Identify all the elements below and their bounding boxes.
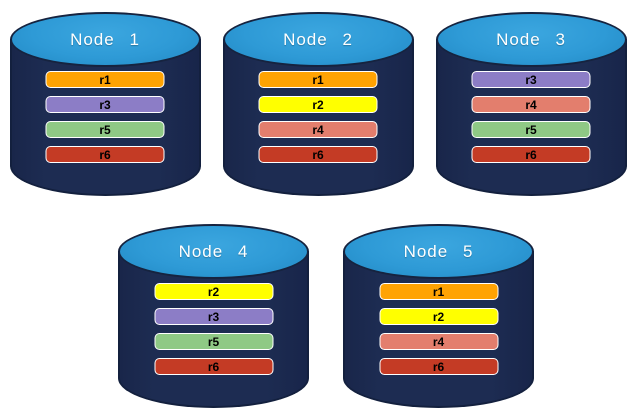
replica-bar-r6: r6: [258, 146, 378, 163]
replica-list: r1 r2 r4 r6: [379, 283, 498, 375]
replica-bar-r5: r5: [45, 121, 165, 138]
replica-list: r1 r3 r5 r6: [45, 71, 165, 163]
replica-list: r1 r2 r4 r6: [258, 71, 378, 163]
node-label: Node 3: [496, 29, 566, 49]
cylinder-top: Node 3: [435, 12, 627, 67]
node-row-top: Node 1 r1 r3 r5 r6 Node 2 r1 r2 r4 r6 Node 3 r…: [0, 12, 636, 196]
cylinder-top: Node 5: [343, 224, 534, 279]
replica-bar-r4: r4: [471, 96, 591, 113]
database-node-3: Node 3 r3 r4 r5 r6: [435, 12, 627, 196]
replica-bar-r6: r6: [471, 146, 591, 163]
node-row-bottom: Node 4 r2 r3 r5 r6 Node 5 r1 r2 r4 r6: [8, 224, 636, 408]
replica-bar-r5: r5: [471, 121, 591, 138]
replica-bar-r5: r5: [154, 333, 273, 350]
replica-bar-r6: r6: [45, 146, 165, 163]
replica-bar-r3: r3: [471, 71, 591, 88]
replica-bar-r6: r6: [154, 358, 273, 375]
database-node-4: Node 4 r2 r3 r5 r6: [118, 224, 309, 408]
replica-bar-r3: r3: [45, 96, 165, 113]
cylinder-top: Node 2: [222, 12, 414, 67]
database-node-5: Node 5 r1 r2 r4 r6: [343, 224, 534, 408]
replica-bar-r6: r6: [379, 358, 498, 375]
replica-bar-r4: r4: [258, 121, 378, 138]
replica-bar-r1: r1: [258, 71, 378, 88]
replica-bar-r1: r1: [379, 283, 498, 300]
replica-list: r3 r4 r5 r6: [471, 71, 591, 163]
replica-bar-r1: r1: [45, 71, 165, 88]
database-node-1: Node 1 r1 r3 r5 r6: [9, 12, 201, 196]
replica-bar-r4: r4: [379, 333, 498, 350]
replica-bar-r3: r3: [154, 308, 273, 325]
replica-list: r2 r3 r5 r6: [154, 283, 273, 375]
node-label: Node 4: [178, 241, 249, 261]
cylinder-top: Node 1: [9, 12, 201, 67]
node-label: Node 1: [70, 29, 140, 49]
database-node-2: Node 2 r1 r2 r4 r6: [222, 12, 414, 196]
node-label: Node 2: [283, 29, 353, 49]
replica-bar-r2: r2: [258, 96, 378, 113]
replica-bar-r2: r2: [154, 283, 273, 300]
node-label: Node 5: [403, 241, 474, 261]
cylinder-top: Node 4: [118, 224, 309, 279]
replica-bar-r2: r2: [379, 308, 498, 325]
